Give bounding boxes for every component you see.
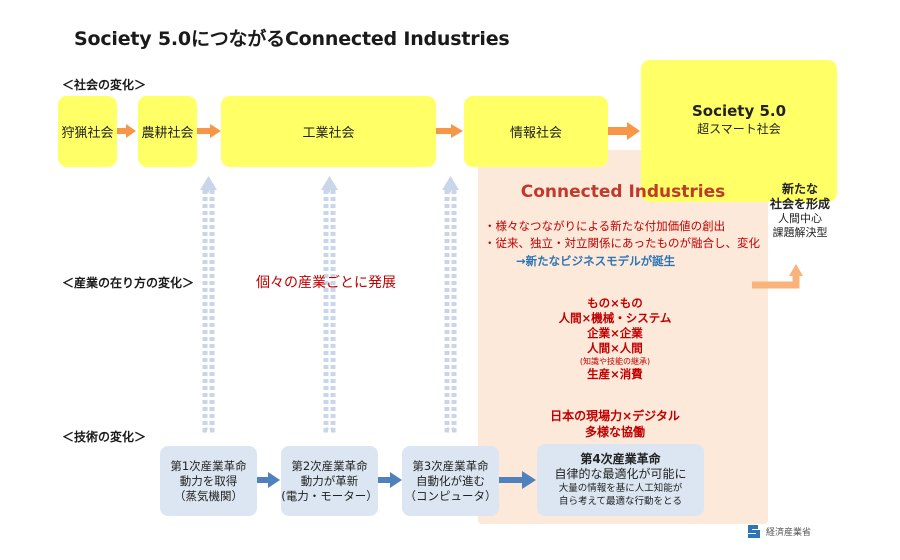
society-agricultural-label: 農耕社会 — [141, 126, 194, 141]
industry-development-text: 個々の産業ごとに発展 — [256, 275, 396, 291]
revolution-3-desc: 自動化が進む — [416, 473, 485, 488]
society5-title: Society 5.0 — [691, 101, 787, 120]
dotted-arrow-1-shaft — [202, 187, 215, 433]
combo-company-company: 企業×企業 — [587, 326, 643, 340]
combos-block: もの×もの 人間×機械・システム 企業×企業 人間×人間 (知識や技能の継承) … — [540, 296, 690, 382]
society-agricultural: 農耕社会 — [138, 96, 197, 167]
meti-logo-icon — [748, 525, 760, 538]
revolution-1-note: （蒸気機関） — [174, 488, 243, 503]
new-society-arrow — [752, 264, 803, 289]
connected-bullet-2: ・従来、独立・対立関係にあったものが融合し、変化 — [484, 236, 760, 250]
japan-strength-text: 日本の現場力×デジタル — [550, 409, 680, 423]
new-society-line2: 社会を形成 — [769, 197, 830, 211]
section-industry-label: ＜産業の在り方の変化＞ — [62, 276, 195, 290]
section-society-label: ＜社会の変化＞ — [62, 78, 147, 92]
connected-bullet-1: ・様々なつながりによる新たな付加価値の創出 — [484, 219, 726, 233]
new-society-line3: 人間中心 — [778, 212, 822, 225]
society-information-label: 情報社会 — [509, 126, 562, 141]
society-information: 情報社会 — [464, 96, 608, 167]
revolution-4-title: 第4次産業革命 — [580, 452, 661, 466]
revolution-4-box: 第4次産業革命 自律的な最適化が可能に 大量の情報を基に人工知能が 自ら考えて最… — [537, 444, 704, 516]
japan-block: 日本の現場力×デジタル 多様な協働 — [520, 408, 710, 440]
revolution-2-desc: 動力が革新 — [300, 473, 359, 488]
ministry-logo: 経済産業省 — [746, 522, 811, 540]
dotted-arrow-3-shaft — [444, 187, 457, 433]
society5-box: Society 5.0 超スマート社会 — [641, 60, 837, 202]
page-title: Society 5.0につながるConnected Industries — [74, 28, 510, 50]
combo-human-machine: 人間×機械・システム — [558, 311, 672, 325]
revolution-2-title: 第2次産業革命 — [291, 458, 368, 473]
new-society-line4: 課題解決型 — [772, 226, 828, 239]
new-society-label: 新たな 社会を形成 人間中心 課題解決型 — [760, 182, 840, 240]
combo-human-human: 人間×人間 — [587, 341, 643, 355]
arrow-info-to-s5 — [608, 122, 640, 140]
new-society-arrow-shaft — [752, 275, 800, 289]
new-society-arrow-head — [789, 264, 803, 276]
society-arrows — [117, 122, 640, 140]
arrow-agri-to-industrial — [197, 124, 221, 138]
arrow-rev3-to-rev4 — [499, 471, 536, 489]
revolution-3-title: 第3次産業革命 — [412, 458, 489, 473]
diverse-collaboration-text: 多様な協働 — [584, 425, 645, 439]
arrow-rev1-to-rev2 — [257, 472, 280, 488]
society5-subtitle: 超スマート社会 — [697, 121, 781, 136]
revolution-4-note-2: 自ら考えて最適な行動をとる — [558, 496, 683, 507]
new-society-line1: 新たな — [781, 182, 818, 196]
arrow-industrial-to-info — [436, 124, 463, 138]
section-tech-label: ＜技術の変化＞ — [62, 430, 147, 444]
revolution-4-note-1: 大量の情報を基に人工知能が — [558, 483, 683, 494]
arrow-rev2-to-rev3 — [378, 472, 402, 488]
revolution-1-box: 第1次産業革命 動力を取得 （蒸気機関） — [160, 446, 257, 516]
society-hunting: 狩猟社会 — [58, 96, 117, 167]
ministry-name: 経済産業省 — [766, 527, 812, 538]
dotted-arrow-2-shaft — [323, 187, 336, 433]
connected-bullets: ・様々なつながりによる新たな付加価値の創出 ・従来、独立・対立関係にあったものが… — [484, 218, 760, 252]
revolution-2-note: (電力・モーター） — [281, 488, 378, 503]
dotted-arrow-2-head — [321, 176, 338, 190]
society-industrial: 工業社会 — [221, 96, 436, 167]
dotted-up-arrows — [200, 176, 459, 433]
business-model-text: →新たなビジネスモデルが誕生 — [516, 254, 676, 268]
revolution-1-title: 第1次産業革命 — [170, 458, 247, 473]
revolution-4-desc: 自律的な最適化が可能に — [554, 467, 687, 481]
revolution-1-desc: 動力を取得 — [179, 473, 238, 488]
dotted-arrow-3-head — [442, 176, 459, 190]
revolution-3-note: （コンピュータ） — [404, 488, 497, 503]
dotted-arrow-1-head — [200, 176, 217, 190]
combo-production-consumption: 生産×消費 — [587, 367, 643, 381]
society-hunting-label: 狩猟社会 — [61, 126, 114, 141]
combo-note: (知識や技能の継承) — [579, 357, 651, 366]
revolution-3-box: 第3次産業革命 自動化が進む （コンピュータ） — [402, 446, 499, 516]
connected-industries-title: Connected Industries — [520, 182, 726, 202]
tech-arrows — [257, 471, 536, 489]
society-industrial-label: 工業社会 — [302, 126, 355, 141]
revolution-2-box: 第2次産業革命 動力が革新 (電力・モーター） — [281, 446, 378, 516]
arrow-hunting-to-agri — [117, 124, 136, 138]
combo-thing-thing: もの×もの — [587, 296, 643, 310]
